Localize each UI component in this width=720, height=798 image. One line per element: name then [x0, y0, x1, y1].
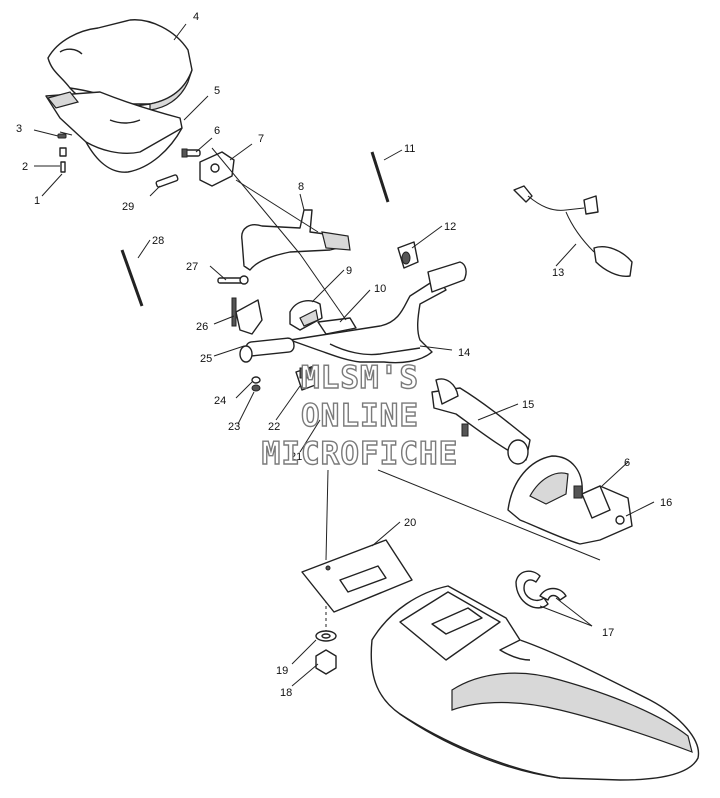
part-steering-mount[interactable] [507, 455, 633, 545]
part-cable-bracket[interactable] [241, 209, 351, 271]
callout-3: 3 [16, 123, 22, 135]
callout-28: 28 [152, 235, 164, 247]
part-bolt-27[interactable] [217, 275, 249, 285]
leader-lines [33, 23, 655, 687]
part-clips[interactable] [515, 570, 567, 609]
part-screw-assembly[interactable] [57, 133, 67, 173]
watermark-line-1: MLSM'S [301, 360, 419, 396]
callout-23: 23 [228, 421, 240, 433]
callout-12: 12 [444, 221, 456, 233]
part-grip-end-cap[interactable] [397, 241, 419, 269]
callout-21: 21 [290, 451, 302, 463]
part-cable-rod-28[interactable] [120, 249, 144, 307]
watermark: MLSM'S ONLINE MICROFICHE [261, 359, 459, 472]
callout-27: 27 [186, 261, 198, 273]
watermark-line-2: ONLINE [301, 398, 419, 434]
callout-17: 17 [602, 627, 614, 639]
callout-2: 2 [22, 161, 28, 173]
watermark-line-3: MICROFICHE [262, 436, 459, 472]
callout-18: 18 [280, 687, 292, 699]
callout-5: 5 [214, 85, 220, 97]
callout-19: 19 [276, 665, 288, 677]
callout-7: 7 [258, 133, 264, 145]
part-bracket-22[interactable] [295, 365, 319, 391]
part-switch-housing[interactable] [289, 300, 323, 331]
part-safety-lanyard[interactable] [513, 185, 633, 277]
callout-10: 10 [374, 283, 386, 295]
callout-labels: 1 2 3 4 5 6 6 7 8 9 10 11 12 13 14 15 16… [16, 11, 672, 699]
part-mounting-plate[interactable] [301, 539, 413, 613]
callout-8: 8 [298, 181, 304, 193]
part-hull-console [370, 585, 700, 781]
callout-1: 1 [34, 195, 40, 207]
part-washer-19[interactable] [315, 630, 337, 642]
callout-11: 11 [404, 143, 415, 155]
callout-15: 15 [522, 399, 534, 411]
callout-13: 13 [552, 267, 564, 279]
part-steering-housing[interactable] [45, 91, 183, 173]
callout-24: 24 [214, 395, 226, 407]
part-bolt-21[interactable] [325, 469, 329, 634]
part-throttle-housing[interactable] [235, 299, 263, 335]
part-steering-bracket[interactable] [199, 151, 235, 187]
callout-6-upper: 6 [214, 125, 220, 137]
callout-22: 22 [268, 421, 280, 433]
callout-16: 16 [660, 497, 672, 509]
callout-4: 4 [193, 11, 199, 23]
callout-20: 20 [404, 517, 416, 529]
part-washer-24[interactable] [251, 376, 261, 384]
callout-29: 29 [122, 201, 134, 213]
callout-26: 26 [196, 321, 208, 333]
callout-9: 9 [346, 265, 352, 277]
part-pin[interactable] [155, 174, 179, 188]
part-nut-18[interactable] [315, 649, 337, 675]
callout-25: 25 [200, 353, 212, 365]
callout-14: 14 [458, 347, 470, 359]
part-handlebar[interactable] [239, 261, 467, 364]
part-steering-column[interactable] [431, 378, 531, 465]
callout-6-lower: 6 [624, 457, 630, 469]
part-cable-rod-11[interactable] [370, 151, 390, 203]
part-nut-23[interactable] [251, 384, 261, 392]
